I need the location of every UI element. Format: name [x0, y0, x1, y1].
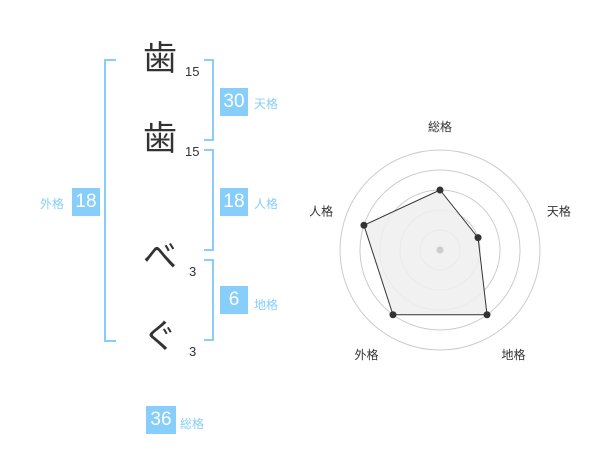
- tenkaku-bracket: [204, 59, 214, 141]
- radar-ring-4: [359, 169, 521, 331]
- radar-point-0: [436, 186, 444, 194]
- radar-axis-label-2: 地格: [501, 347, 525, 362]
- radar-point-3: [389, 311, 397, 319]
- stroke-count-1: 15: [185, 64, 200, 79]
- radar-area: [363, 189, 488, 316]
- gaikaku-value: 18: [72, 188, 100, 216]
- radar-axis-label-1: 天格: [547, 203, 571, 218]
- chikaku-bracket: [204, 259, 214, 341]
- radar-center: [436, 246, 444, 254]
- soukaku-label: 総格: [180, 417, 205, 431]
- radar-axis-label-0: 総格: [428, 119, 452, 134]
- radar-ring-5: [339, 149, 541, 351]
- soukaku-value: 36: [146, 406, 176, 434]
- jinkaku-bracket: [204, 149, 214, 251]
- radar-axis-label-4: 人格: [309, 203, 333, 218]
- tenkaku-label: 天格: [254, 97, 279, 111]
- stroke-count-3: 3: [189, 264, 197, 279]
- radar-axis-label-3: 外格: [355, 347, 379, 362]
- radar-point-2: [483, 311, 491, 319]
- stroke-count-4: 3: [189, 344, 197, 359]
- jinkaku-label: 人格: [254, 197, 279, 211]
- gaikaku-bracket: [104, 59, 116, 342]
- jinkaku-value: 18: [220, 188, 248, 216]
- radar-point-4: [360, 221, 368, 229]
- name-char-1: 歯: [143, 39, 177, 79]
- name-char-2: 歯: [143, 119, 177, 159]
- name-char-3: べ: [143, 237, 177, 277]
- tenkaku-value: 30: [220, 88, 248, 116]
- stroke-count-2: 15: [185, 144, 200, 159]
- chikaku-value: 6: [220, 286, 248, 314]
- name-char-4: ぐ: [143, 317, 177, 357]
- chikaku-label: 地格: [254, 298, 279, 312]
- radar-point-1: [474, 234, 482, 242]
- gaikaku-label: 外格: [40, 197, 65, 211]
